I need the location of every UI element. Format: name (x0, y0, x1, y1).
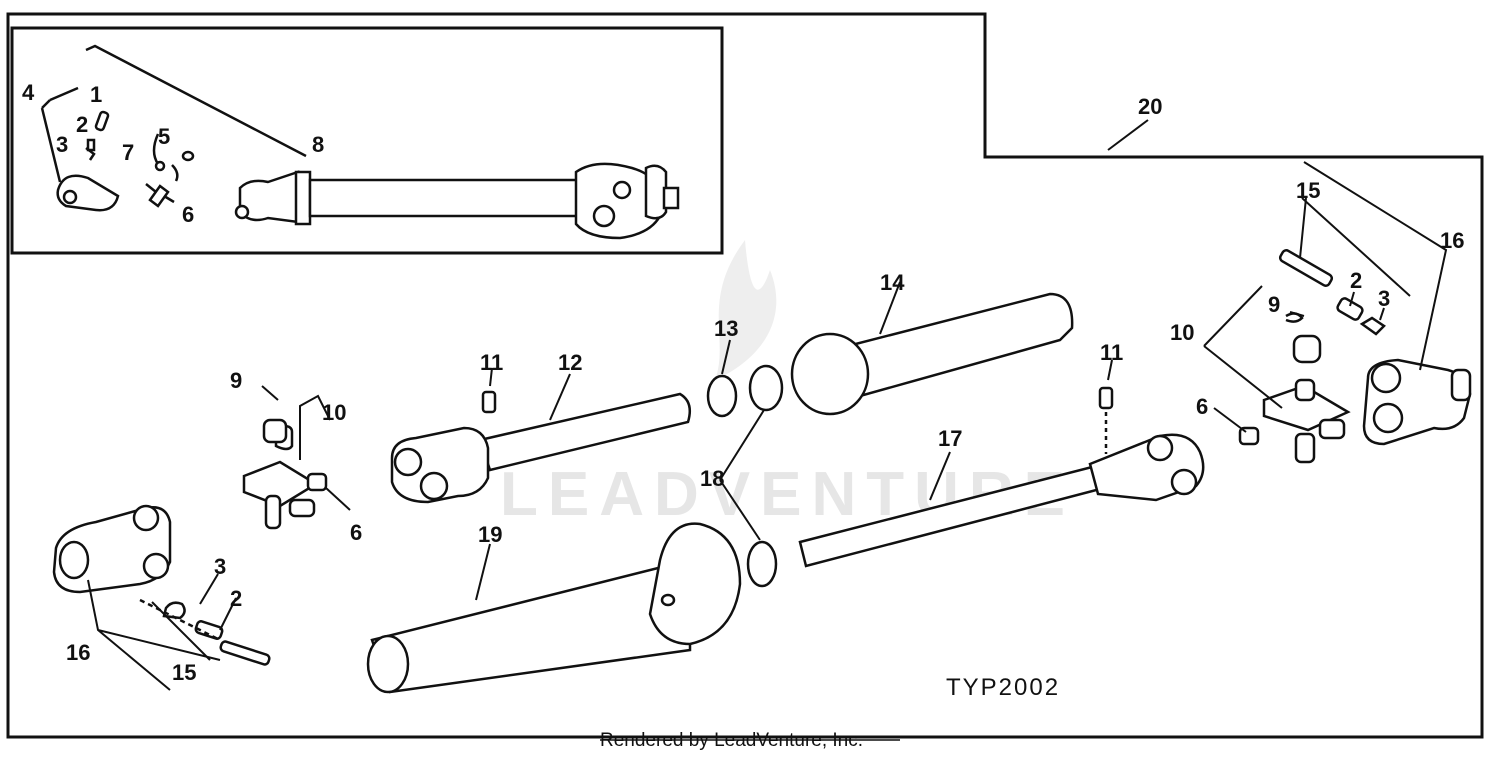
drawing-code: TYP2002 (946, 674, 1060, 701)
main-assembly (52, 249, 1472, 694)
part-18-snap-ring-upper (748, 364, 784, 412)
watermark-flame-icon (715, 240, 777, 380)
part-19-outer-shield (366, 522, 742, 694)
callout-inset-3: 3 (56, 132, 68, 157)
leader-lines (87, 119, 1448, 691)
callout-3-left: 3 (214, 554, 226, 579)
fittings-right (1278, 249, 1386, 336)
callout-17: 17 (938, 426, 962, 451)
callout-16-right: 16 (1440, 228, 1464, 253)
callout-14: 14 (880, 270, 905, 295)
callouts: 4 1 2 3 7 5 6 8 20 15 16 2 3 9 10 6 11 1… (22, 80, 1464, 685)
part-11-bolt-left (481, 390, 497, 414)
callout-20: 20 (1138, 94, 1162, 119)
part-16-yoke-right (1362, 358, 1472, 446)
part-14-inner-shield (790, 292, 1074, 416)
callout-10-left: 10 (322, 400, 346, 425)
callout-10-right: 10 (1170, 320, 1194, 345)
callout-2-left: 2 (230, 586, 242, 611)
callout-11-right: 11 (1100, 340, 1123, 365)
inset-frame (10, 26, 724, 255)
callout-11-left: 11 (480, 350, 503, 375)
callout-2-right: 2 (1350, 268, 1362, 293)
watermark: LEADVENTURE (500, 240, 1065, 529)
callout-inset-6: 6 (182, 202, 194, 227)
callout-9-right: 9 (1268, 292, 1280, 317)
callout-18: 18 (700, 466, 724, 491)
callout-13: 13 (714, 316, 738, 341)
cross-kit-left (242, 418, 328, 530)
part-13-bearing-ring (706, 374, 738, 418)
callout-19: 19 (478, 522, 502, 547)
callout-15-left: 15 (172, 660, 196, 685)
callout-6-right: 6 (1196, 394, 1208, 419)
fittings-left (139, 598, 271, 666)
callout-inset-5: 5 (158, 124, 170, 149)
callout-16-left: 16 (66, 640, 90, 665)
callout-9-left: 9 (230, 368, 242, 393)
outer-frame (6, 12, 1484, 739)
callout-inset-8: 8 (312, 132, 324, 157)
cross-kit-right (1238, 334, 1351, 464)
part-16-yoke-left (52, 504, 172, 594)
part-18-snap-ring-lower (746, 540, 778, 588)
inset-assembly (40, 44, 680, 240)
part-17-inner-shaft (798, 433, 1205, 568)
callout-12: 12 (558, 350, 582, 375)
callout-inset-1: 1 (90, 82, 102, 107)
callout-3-right: 3 (1378, 286, 1390, 311)
callout-inset-4: 4 (22, 80, 35, 105)
callout-inset-2: 2 (76, 112, 88, 137)
part-11-bolt-right (1098, 386, 1114, 410)
callout-15-right: 15 (1296, 178, 1320, 203)
part-12-tube-yoke (390, 392, 691, 504)
callout-6-left: 6 (350, 520, 362, 545)
callout-inset-7: 7 (122, 140, 134, 165)
